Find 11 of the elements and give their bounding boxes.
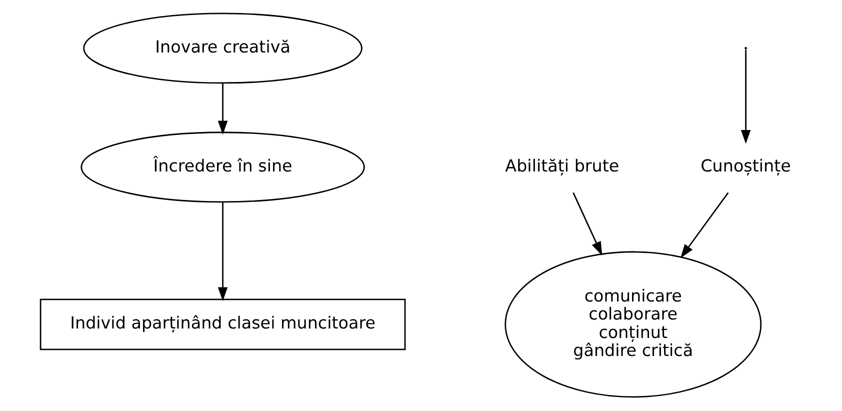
arrow	[740, 50, 751, 144]
arrow	[572, 192, 602, 256]
node-text: Cunoștințe	[700, 156, 791, 176]
arrow	[680, 192, 729, 258]
node-box: Individ aparținând clasei muncitoare	[40, 298, 406, 350]
node-text: Abilități brute	[505, 156, 620, 176]
node-ellipse: Încredere în sine	[80, 132, 365, 203]
node-ellipse: Inovare creativă	[83, 12, 362, 84]
arrow	[218, 202, 228, 302]
node-ellipse: comunicare colaborare conținut gândire critică	[504, 251, 762, 398]
arrow	[218, 83, 228, 135]
